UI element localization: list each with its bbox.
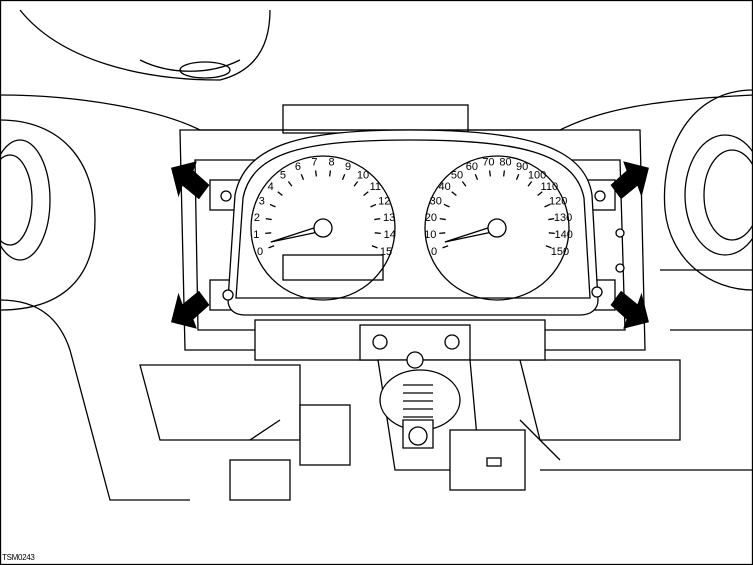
gauge-label: 20 — [425, 212, 437, 224]
gauge-label: 10 — [357, 169, 369, 181]
arrow-lower-left-icon — [171, 290, 210, 329]
left-air-vent — [0, 119, 96, 311]
gauge-label: 50 — [451, 169, 463, 181]
gauge-label: 0 — [431, 246, 437, 258]
gauge-label: 13 — [383, 212, 395, 224]
gauge-label: 2 — [254, 212, 260, 224]
gauge-label: 14 — [384, 229, 396, 241]
needle-hub — [487, 218, 507, 238]
gauge-label: 110 — [541, 181, 559, 193]
figure-code: TSM0243 — [2, 553, 35, 562]
arrow-upper-left-icon — [171, 161, 210, 200]
gauge-label: 15 — [380, 246, 392, 258]
gauge-label: 40 — [439, 181, 451, 193]
gauge-label: 7 — [311, 157, 317, 169]
gauge-label: 1 — [253, 229, 259, 241]
gauge-label: 130 — [554, 212, 572, 224]
arrow-lower-right-icon — [610, 290, 649, 329]
gauge-label: 150 — [551, 246, 569, 258]
gauge-label: 6 — [295, 161, 301, 173]
gauge-label: 90 — [516, 161, 528, 173]
steering-column — [229, 319, 561, 501]
gauge-label: 9 — [345, 161, 351, 173]
gauge-label: 10 — [424, 229, 436, 241]
right-air-vent — [663, 89, 753, 291]
needle-hub — [313, 218, 333, 238]
gauge-label: 0 — [257, 246, 263, 258]
gauge-label: 140 — [555, 229, 573, 241]
gauge-label: 5 — [280, 169, 286, 181]
gauge-label: 70 — [482, 157, 494, 169]
instrument-cluster-housing — [227, 129, 599, 316]
gauge-label: 4 — [268, 181, 274, 193]
arrows — [171, 161, 649, 329]
dashboard-upper — [0, 9, 753, 134]
gauge-label: 3 — [259, 196, 265, 208]
gauge-label: 100 — [528, 169, 546, 181]
gauge-label: 30 — [430, 196, 442, 208]
gauge-label: 120 — [549, 196, 567, 208]
gauge-label: 8 — [328, 157, 334, 169]
gauge-label: 60 — [466, 161, 478, 173]
gauge-label: 80 — [499, 157, 511, 169]
arrow-upper-right-icon — [610, 161, 649, 200]
gauge-label: 11 — [370, 181, 381, 193]
gauge-label: 12 — [378, 196, 390, 208]
screws — [220, 190, 625, 301]
